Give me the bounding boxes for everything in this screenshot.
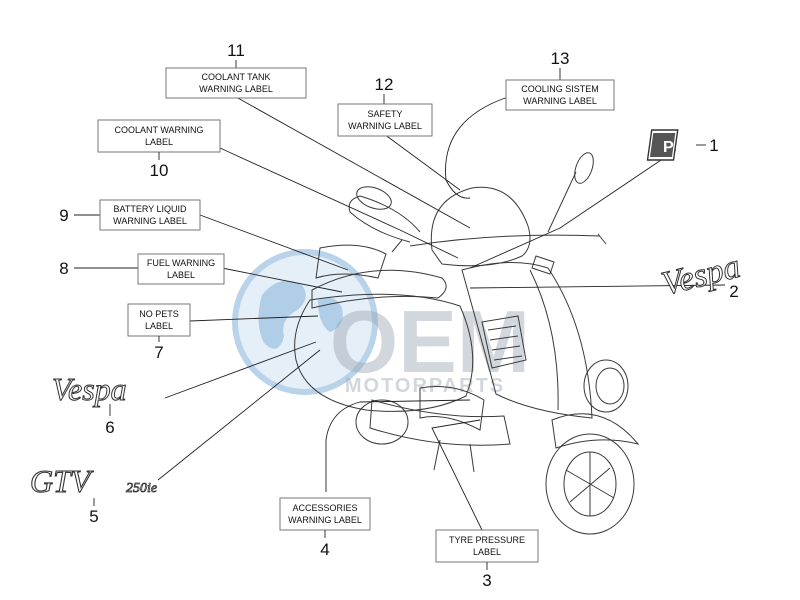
callout-number: 12 — [375, 75, 394, 94]
watermark: OEM MOTORPARTS — [232, 249, 530, 397]
callout-number: 7 — [154, 343, 163, 362]
right-mirror-glass — [574, 152, 594, 184]
callout-number: 11 — [227, 41, 245, 60]
callout-box — [97, 119, 221, 153]
callout-number: 1 — [709, 136, 718, 155]
callout-number: 2 — [729, 282, 738, 301]
svg-text:P: P — [663, 139, 674, 156]
callout-label-line1: BATTERY LIQUID — [113, 204, 187, 214]
gtv-logo: GTV 250ie — [29, 462, 157, 499]
leader-lines — [74, 96, 726, 531]
callout-label-line1: NO PETS — [139, 309, 179, 319]
callout-number: 6 — [105, 418, 114, 437]
callout-label-line2: WARNING LABEL — [113, 216, 187, 226]
front-rim-spokes — [565, 452, 615, 516]
callout-1: P 1 — [646, 129, 719, 161]
center-stand — [433, 439, 475, 473]
front-fender — [551, 413, 640, 449]
left-mirror-glass — [356, 186, 392, 210]
callout-10: COOLANT WARNING LABEL 10 — [97, 119, 221, 180]
vespa-logo-left: Vespa — [52, 371, 128, 408]
callout-number: 3 — [482, 571, 491, 590]
callout-label-line1: COOLANT TANK — [201, 72, 270, 82]
headlight — [583, 359, 629, 413]
rear-body — [294, 293, 474, 412]
rear-rack — [315, 244, 387, 279]
callout-label-line2: LABEL — [473, 547, 501, 557]
callout-4: ACCESSORIES WARNING LABEL 4 — [279, 497, 371, 559]
handlebar — [391, 233, 607, 253]
callout-11: 11 COOLANT TANK WARNING LABEL — [165, 41, 307, 99]
body-decal-2 — [531, 255, 555, 275]
callout-7: NO PETS LABEL 7 — [127, 303, 191, 362]
callout-label-line2: WARNING LABEL — [348, 121, 422, 131]
watermark-globe — [232, 249, 378, 395]
callout-label-line1: COOLING SISTEM — [521, 84, 599, 94]
seat — [311, 269, 447, 309]
callout-label-line2: WARNING LABEL — [199, 84, 273, 94]
callout-8: 8 FUEL WARNING LABEL — [59, 253, 225, 285]
callout-5: GTV 250ie 5 — [29, 462, 157, 526]
callout-label-line1: TYRE PRESSURE — [449, 535, 525, 545]
callout-number: 9 — [59, 206, 68, 225]
callout-number: 10 — [150, 161, 169, 180]
callout-box — [337, 103, 433, 137]
callout-number: 5 — [89, 507, 98, 526]
callout-6: Vespa 6 — [52, 371, 128, 438]
callout-label-line2: LABEL — [167, 270, 195, 280]
callout-label-line1: SAFETY — [367, 109, 402, 119]
callout-label-line2: WARNING LABEL — [288, 515, 362, 525]
callout-9: 9 BATTERY LIQUID WARNING LABEL — [59, 199, 201, 231]
front-panel — [529, 269, 559, 411]
callout-label-line2: LABEL — [145, 137, 173, 147]
callout-number: 8 — [59, 259, 68, 278]
floorboard — [369, 399, 511, 446]
callout-box — [505, 79, 615, 111]
svg-text:250ie: 250ie — [126, 481, 157, 496]
watermark-brand: OEM — [330, 292, 530, 391]
callout-number: 4 — [320, 540, 329, 559]
callout-box — [99, 199, 201, 231]
headlight-inner — [595, 367, 625, 405]
parking-sign-icon: P — [646, 129, 679, 161]
watermark-tagline: MOTORPARTS — [345, 375, 505, 397]
callout-label-line2: WARNING LABEL — [523, 96, 597, 106]
right-mirror — [547, 171, 577, 233]
callout-box — [137, 253, 225, 285]
horn-grille — [481, 315, 527, 369]
callout-label-line1: COOLANT WARNING — [114, 125, 203, 135]
scooter-outline — [294, 152, 640, 535]
callout-box — [435, 529, 539, 563]
watermark-globe-landmass — [258, 280, 343, 349]
callout-2: Vespa 2 — [658, 247, 745, 303]
svg-text:Vespa: Vespa — [52, 371, 127, 407]
rear-wheel — [355, 399, 409, 445]
callout-box — [165, 67, 307, 99]
callout-number: 13 — [551, 49, 570, 68]
callout-3: TYRE PRESSURE LABEL 3 — [435, 529, 539, 590]
callout-12: 12 SAFETY WARNING LABEL — [337, 75, 433, 137]
callout-box — [279, 497, 371, 531]
callout-label-line1: FUEL WARNING — [147, 258, 215, 268]
front-wheel — [545, 433, 635, 535]
callout-box — [127, 303, 191, 337]
body-decal-3 — [419, 386, 485, 431]
svg-text:GTV: GTV — [30, 463, 94, 499]
windshield — [430, 186, 531, 267]
left-mirror — [348, 195, 421, 243]
callout-label-line2: LABEL — [145, 321, 173, 331]
callout-label-line1: ACCESSORIES — [292, 503, 357, 513]
callout-13: 13 COOLING SISTEM WARNING LABEL — [505, 49, 615, 111]
